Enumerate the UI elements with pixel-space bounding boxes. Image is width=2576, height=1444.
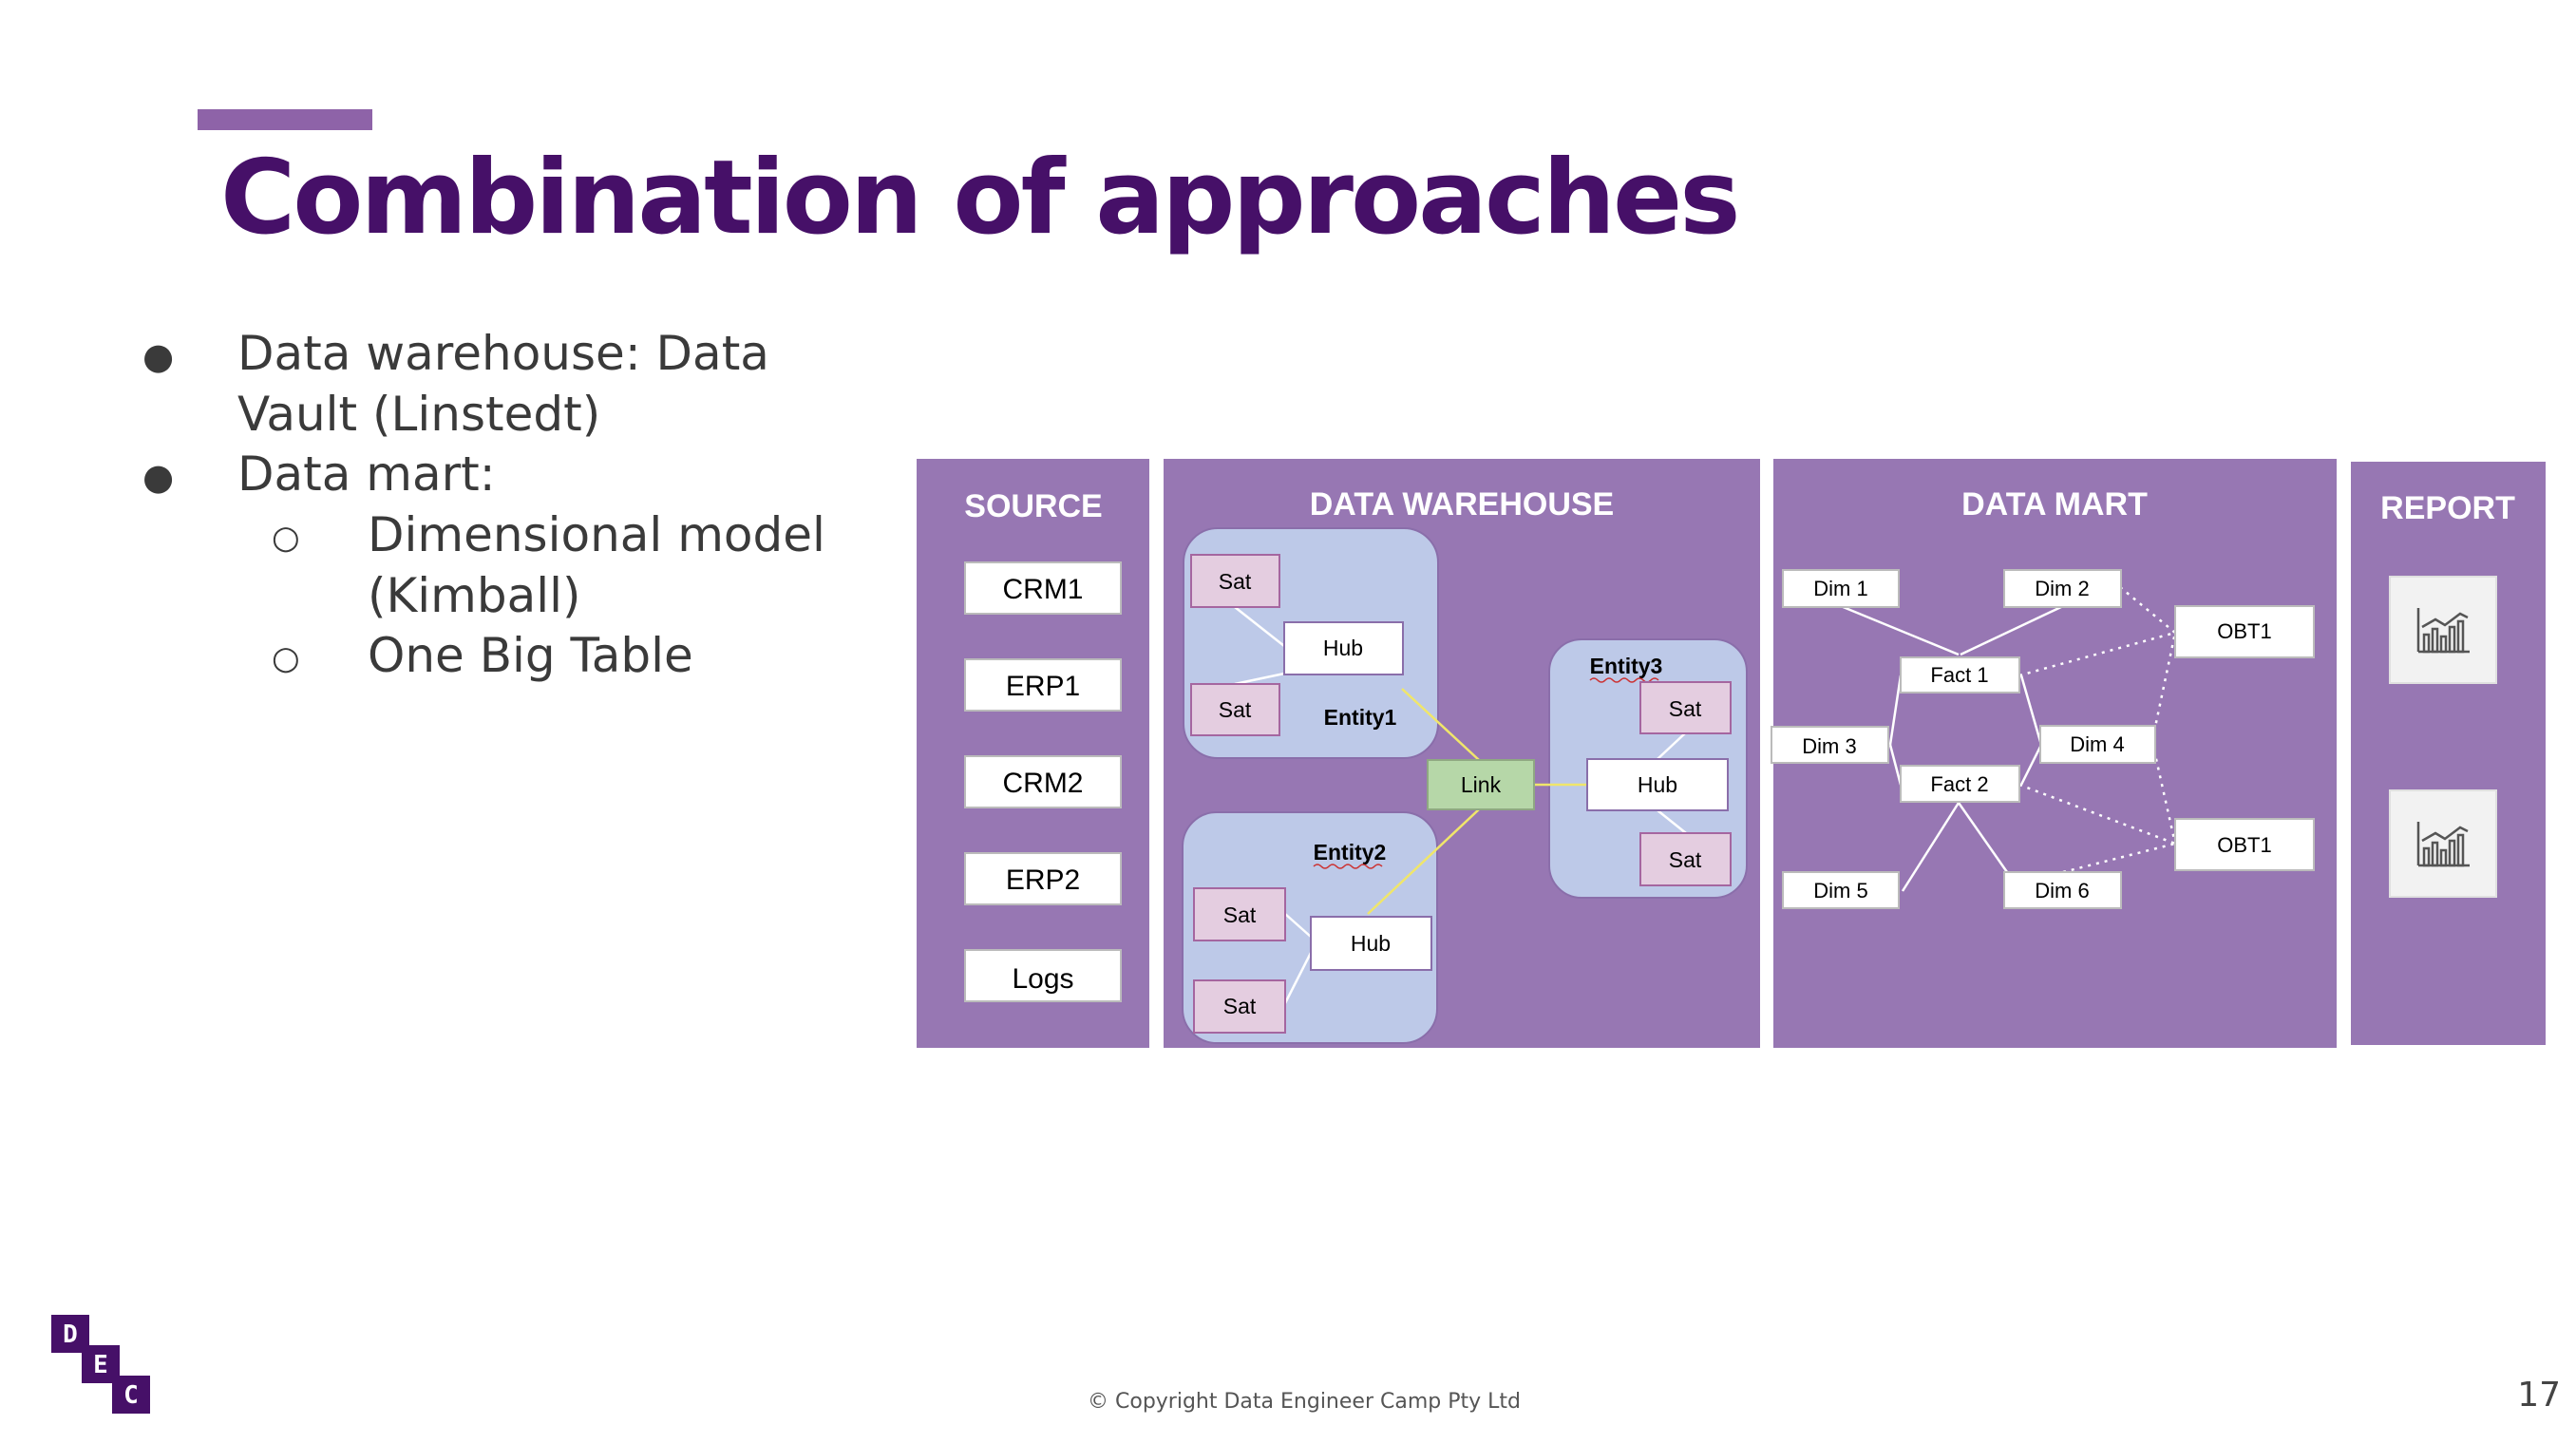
entity1-sat-b: Sat [1190,683,1280,736]
source-panel-title: SOURCE [964,488,1102,524]
entity2-sat-a: Sat [1193,887,1286,941]
logo-letter: E [93,1351,108,1379]
entity2-hub: Hub [1310,916,1432,971]
report-panel-title: REPORT [2380,490,2515,526]
obt-box-bottom: OBT1 [2174,818,2315,871]
hub-label: Hub [1351,931,1391,956]
link-connectors [1367,688,1587,915]
report-panel [2351,462,2546,1045]
sat-label: Sat [1223,994,1257,1018]
source-box-label: CRM1 [1002,574,1083,605]
dim-5-label: Dim 5 [1813,879,1867,902]
entity2-label: Entity2 [1314,840,1387,864]
sub-bullet-marker: ○ [272,639,300,677]
warehouse-panel-title: DATA WAREHOUSE [1310,486,1614,522]
source-box-crm1: CRM1 [964,561,1122,615]
bullet-marker: ● [142,456,175,498]
source-box-erp1: ERP1 [964,658,1122,712]
entity1-label: Entity1 [1324,705,1397,730]
dim-6-label: Dim 6 [2035,879,2089,902]
sub-bullet-1-line-2: (Kimball) [368,568,581,623]
dim-3-box: Dim 3 [1771,726,1889,764]
link-label: Link [1461,772,1502,797]
bullet-list: ● Data warehouse: Data Vault (Linstedt) … [0,0,855,760]
obt-label: OBT1 [2217,619,2271,643]
obt-box-top: OBT1 [2174,605,2315,658]
bullet-1-line-2: Vault (Linstedt) [237,387,601,442]
source-box-logs: Logs [964,949,1122,1002]
fact-1-box: Fact 1 [1900,656,2020,694]
sub-bullet-marker: ○ [272,519,300,557]
source-box-label: CRM2 [1002,768,1083,799]
link-box: Link [1427,759,1535,810]
title-accent-bar [198,109,372,130]
hub-label: Hub [1323,636,1363,660]
bar-chart-icon [2389,576,2497,684]
mart-panel-title: DATA MART [1961,486,2148,522]
dim-4-box: Dim 4 [2039,725,2156,764]
sat-label: Sat [1223,902,1257,927]
source-box-label: Logs [1012,963,1073,995]
obt-connectors [2018,586,2177,874]
entity3-label: Entity3 [1590,654,1663,678]
sat-label: Sat [1669,847,1702,872]
dim-2-label: Dim 2 [2035,577,2089,600]
sub-bullet-2-line-1: One Big Table [368,628,693,683]
sat-label: Sat [1219,569,1252,594]
entity3-hub: Hub [1586,758,1729,811]
page-number: 17 [2517,1376,2561,1415]
bar-chart-icon [2389,789,2497,898]
dim-1-box: Dim 1 [1782,569,1900,608]
dim-5-box: Dim 5 [1782,871,1900,909]
spellcheck-underline [1313,864,1383,869]
entity1-hub: Hub [1283,621,1404,675]
dim-3-label: Dim 3 [1802,734,1856,758]
dim-2-box: Dim 2 [2003,569,2122,608]
logo-block [112,1376,150,1414]
source-box-label: ERP2 [1006,864,1080,896]
entity3-sat-b: Sat [1639,832,1732,886]
obt-label: OBT1 [2217,833,2271,857]
source-box-label: ERP1 [1006,671,1080,702]
dec-logo: D E C [51,1315,150,1414]
copyright-footer: © Copyright Data Engineer Camp Pty Ltd [1088,1390,1521,1414]
source-box-erp2: ERP2 [964,852,1122,905]
entity3-sat-a: Sat [1639,681,1732,734]
entity2-sat-b: Sat [1193,979,1286,1034]
slide-title: Combination of approaches [220,139,1740,257]
sat-label: Sat [1669,696,1702,721]
source-box-crm2: CRM2 [964,755,1122,808]
bullet-marker: ● [142,335,175,377]
bullet-2-line-1: Data mart: [237,446,496,502]
hub-label: Hub [1638,772,1677,797]
entity-connectors [1234,606,1687,1004]
dim-4-label: Dim 4 [2070,732,2124,756]
fact-1-label: Fact 1 [1930,663,1988,687]
mart-connectors [1840,604,2064,892]
sat-label: Sat [1219,697,1252,722]
logo-letter: C [123,1381,139,1410]
logo-letter: D [63,1320,78,1349]
bullet-1-line-1: Data warehouse: Data [237,326,769,381]
entity1-sat-a: Sat [1190,554,1280,608]
dim-6-box: Dim 6 [2003,871,2122,909]
sub-bullet-1-line-1: Dimensional model [368,507,825,562]
fact-2-label: Fact 2 [1930,772,1988,796]
fact-2-box: Fact 2 [1900,765,2020,803]
dim-1-label: Dim 1 [1813,577,1867,600]
